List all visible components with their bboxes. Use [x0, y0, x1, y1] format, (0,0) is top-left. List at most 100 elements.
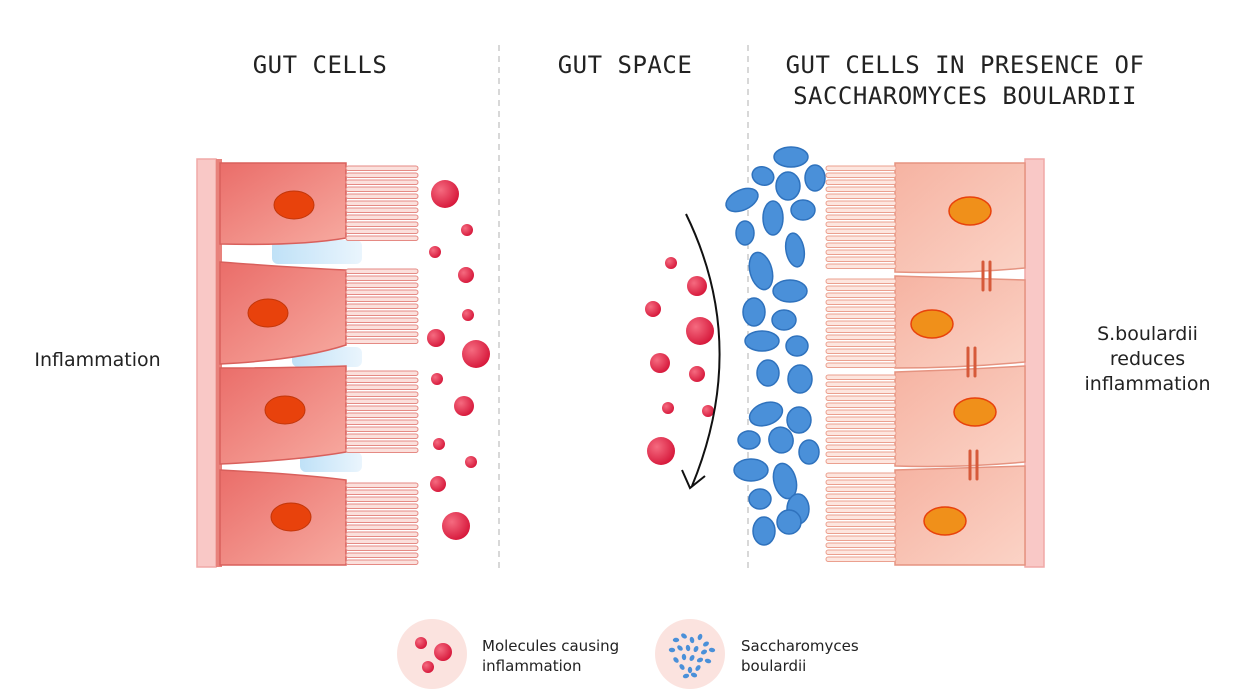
- curved-arrow-icon: [681, 213, 721, 490]
- microvillus: [825, 186, 897, 192]
- inflammation-molecule: [650, 353, 670, 373]
- yeast-cell: [787, 364, 813, 394]
- yeast-cell: [773, 146, 809, 168]
- microvillus: [825, 242, 897, 248]
- heading-line-2: SACCHAROMYCES BOULARDII: [793, 82, 1137, 110]
- inflammation-molecule: [462, 309, 474, 321]
- microvillus: [345, 200, 419, 206]
- yeast-cell: [708, 647, 716, 653]
- microvillus: [345, 268, 419, 274]
- microvillus: [825, 416, 897, 422]
- yeast-cell: [748, 488, 772, 510]
- yeast-cell: [733, 458, 769, 482]
- label-line-3: inflammation: [1084, 373, 1211, 395]
- yeast-cell: [752, 516, 776, 546]
- yeast-cell: [672, 637, 680, 643]
- microvillus: [825, 381, 897, 387]
- microvillus: [345, 207, 419, 213]
- microvillus: [825, 221, 897, 227]
- yeast-cell: [784, 232, 806, 268]
- yeast-cell: [690, 672, 698, 678]
- yeast-cell: [798, 439, 820, 465]
- yeast-cell: [697, 633, 703, 641]
- label-line-2: reduces: [1109, 348, 1186, 370]
- microvillus: [825, 362, 897, 368]
- microvillus: [825, 388, 897, 394]
- microvillus: [345, 559, 419, 565]
- yeast-cell: [668, 647, 676, 653]
- microvillus: [345, 296, 419, 302]
- microvillus: [345, 433, 419, 439]
- microvilli-right: [825, 165, 897, 562]
- microvillus: [345, 524, 419, 530]
- inflammation-molecule: [442, 512, 470, 540]
- microvillus: [825, 423, 897, 429]
- microvillus: [825, 172, 897, 178]
- microvillus: [345, 172, 419, 178]
- microvillus: [345, 179, 419, 185]
- microvillus: [345, 447, 419, 453]
- leaky-junction: [272, 240, 362, 264]
- legend-molecules-label: Molecules causing inflammation: [482, 636, 632, 676]
- yeast-cell: [735, 220, 755, 246]
- microvillus: [825, 355, 897, 361]
- yeast-cell: [776, 509, 802, 535]
- yeast-cell: [704, 658, 712, 664]
- microvillus: [345, 282, 419, 288]
- healthy-cell: [894, 275, 1026, 369]
- inflammation-molecule: [427, 329, 445, 347]
- inflammation-molecule: [461, 224, 473, 236]
- microvillus: [345, 186, 419, 192]
- microvillus: [825, 320, 897, 326]
- microvillus: [345, 324, 419, 330]
- microvillus: [345, 419, 419, 425]
- nucleus-inflamed: [247, 298, 289, 328]
- yeast-cell: [768, 426, 794, 454]
- microvillus: [825, 437, 897, 443]
- microvilli-left: [345, 165, 419, 565]
- microvillus: [825, 285, 897, 291]
- microvillus: [345, 289, 419, 295]
- inflammation-molecule: [429, 246, 441, 258]
- microvillus: [825, 235, 897, 241]
- yeast-cell: [677, 645, 683, 651]
- microvillus: [825, 486, 897, 492]
- yeast-cell: [696, 657, 704, 663]
- molecules-gut-space: [645, 257, 714, 465]
- microvillus: [345, 165, 419, 171]
- yeast-cell: [679, 664, 685, 670]
- yeast-cell: [673, 657, 679, 663]
- microvillus: [825, 451, 897, 457]
- heading-gut-cells-presence: GUT CELLS IN PRESENCE OF SACCHAROMYCES B…: [770, 50, 1160, 112]
- yeast-cell: [681, 653, 687, 661]
- microvillus: [825, 249, 897, 255]
- microvillus: [825, 228, 897, 234]
- inflammation-molecule: [647, 437, 675, 465]
- microvillus: [825, 409, 897, 415]
- microvillus: [825, 528, 897, 534]
- yeast-cell: [693, 645, 699, 653]
- label-sboulardii-reduces: S.boulardii reduces inflammation: [1070, 322, 1225, 397]
- microvillus: [825, 444, 897, 450]
- microvillus: [345, 398, 419, 404]
- tight-junction: [966, 260, 992, 481]
- microvillus: [825, 348, 897, 354]
- microvillus: [345, 496, 419, 502]
- yeast-cell: [685, 644, 691, 652]
- microvillus: [825, 374, 897, 380]
- microvillus: [345, 303, 419, 309]
- microvillus: [345, 531, 419, 537]
- yeast-cell: [737, 430, 761, 450]
- nucleus-healthy: [953, 397, 997, 427]
- microvillus: [825, 493, 897, 499]
- microvillus: [345, 489, 419, 495]
- yeast-cell: [756, 359, 780, 387]
- yeast-cell: [742, 297, 766, 327]
- heading-gut-space: GUT SPACE: [557, 51, 693, 79]
- microvillus: [825, 479, 897, 485]
- microvillus: [825, 292, 897, 298]
- legend-molecules-line-1: Molecules causing: [482, 637, 620, 655]
- microvillus: [345, 538, 419, 544]
- yeast-cell: [687, 666, 693, 674]
- yeast-cell: [751, 165, 775, 187]
